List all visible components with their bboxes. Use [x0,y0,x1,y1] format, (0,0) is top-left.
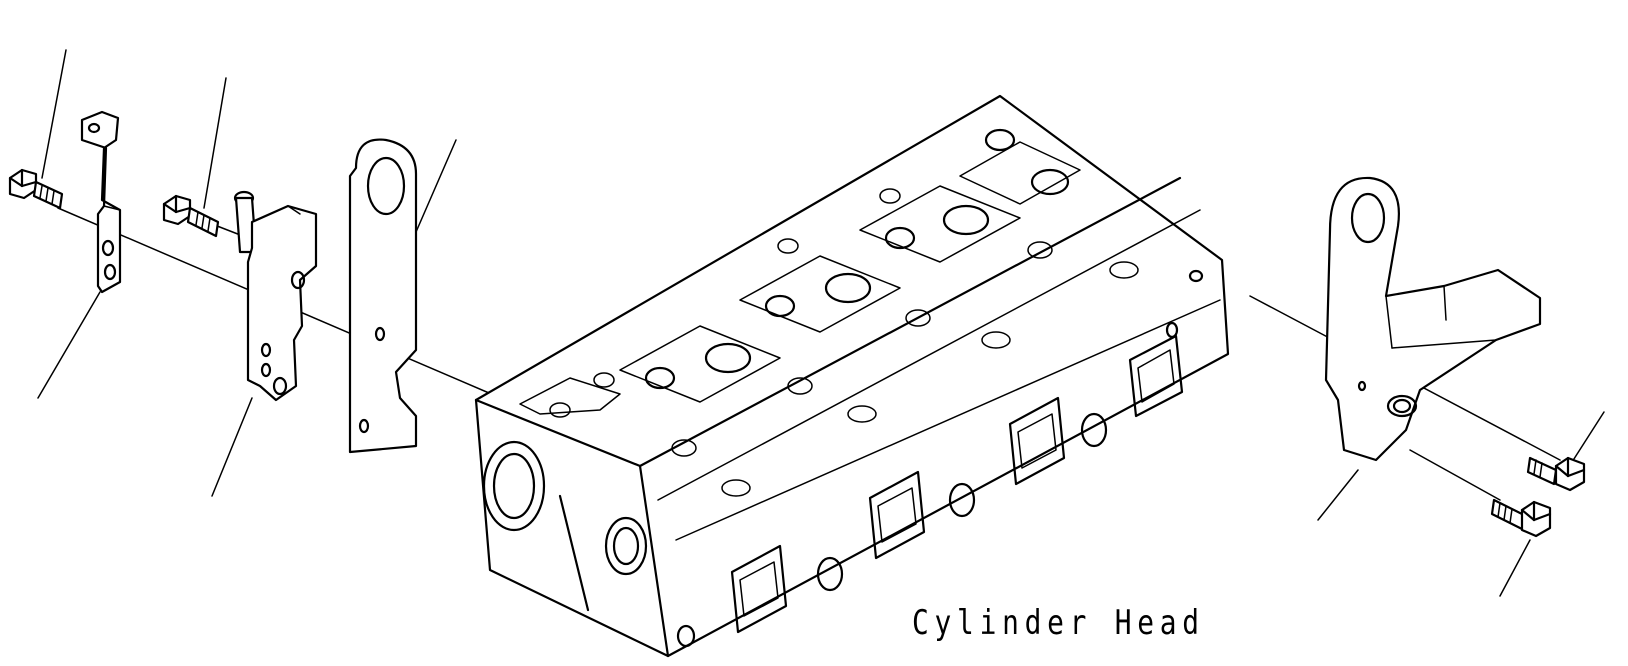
leader-lines [37,49,1605,597]
right-bolt-upper [1526,456,1586,492]
second-bolt [162,194,220,238]
right-bracket [1324,176,1542,462]
left-bolt [8,168,64,210]
lifting-hanger [348,138,418,454]
diagram-caption: Cylinder Head [912,603,1205,643]
left-plate [233,190,318,402]
cylinder-head [474,94,1230,658]
right-bolt-lower [1490,498,1552,538]
left-bracket [80,110,122,294]
